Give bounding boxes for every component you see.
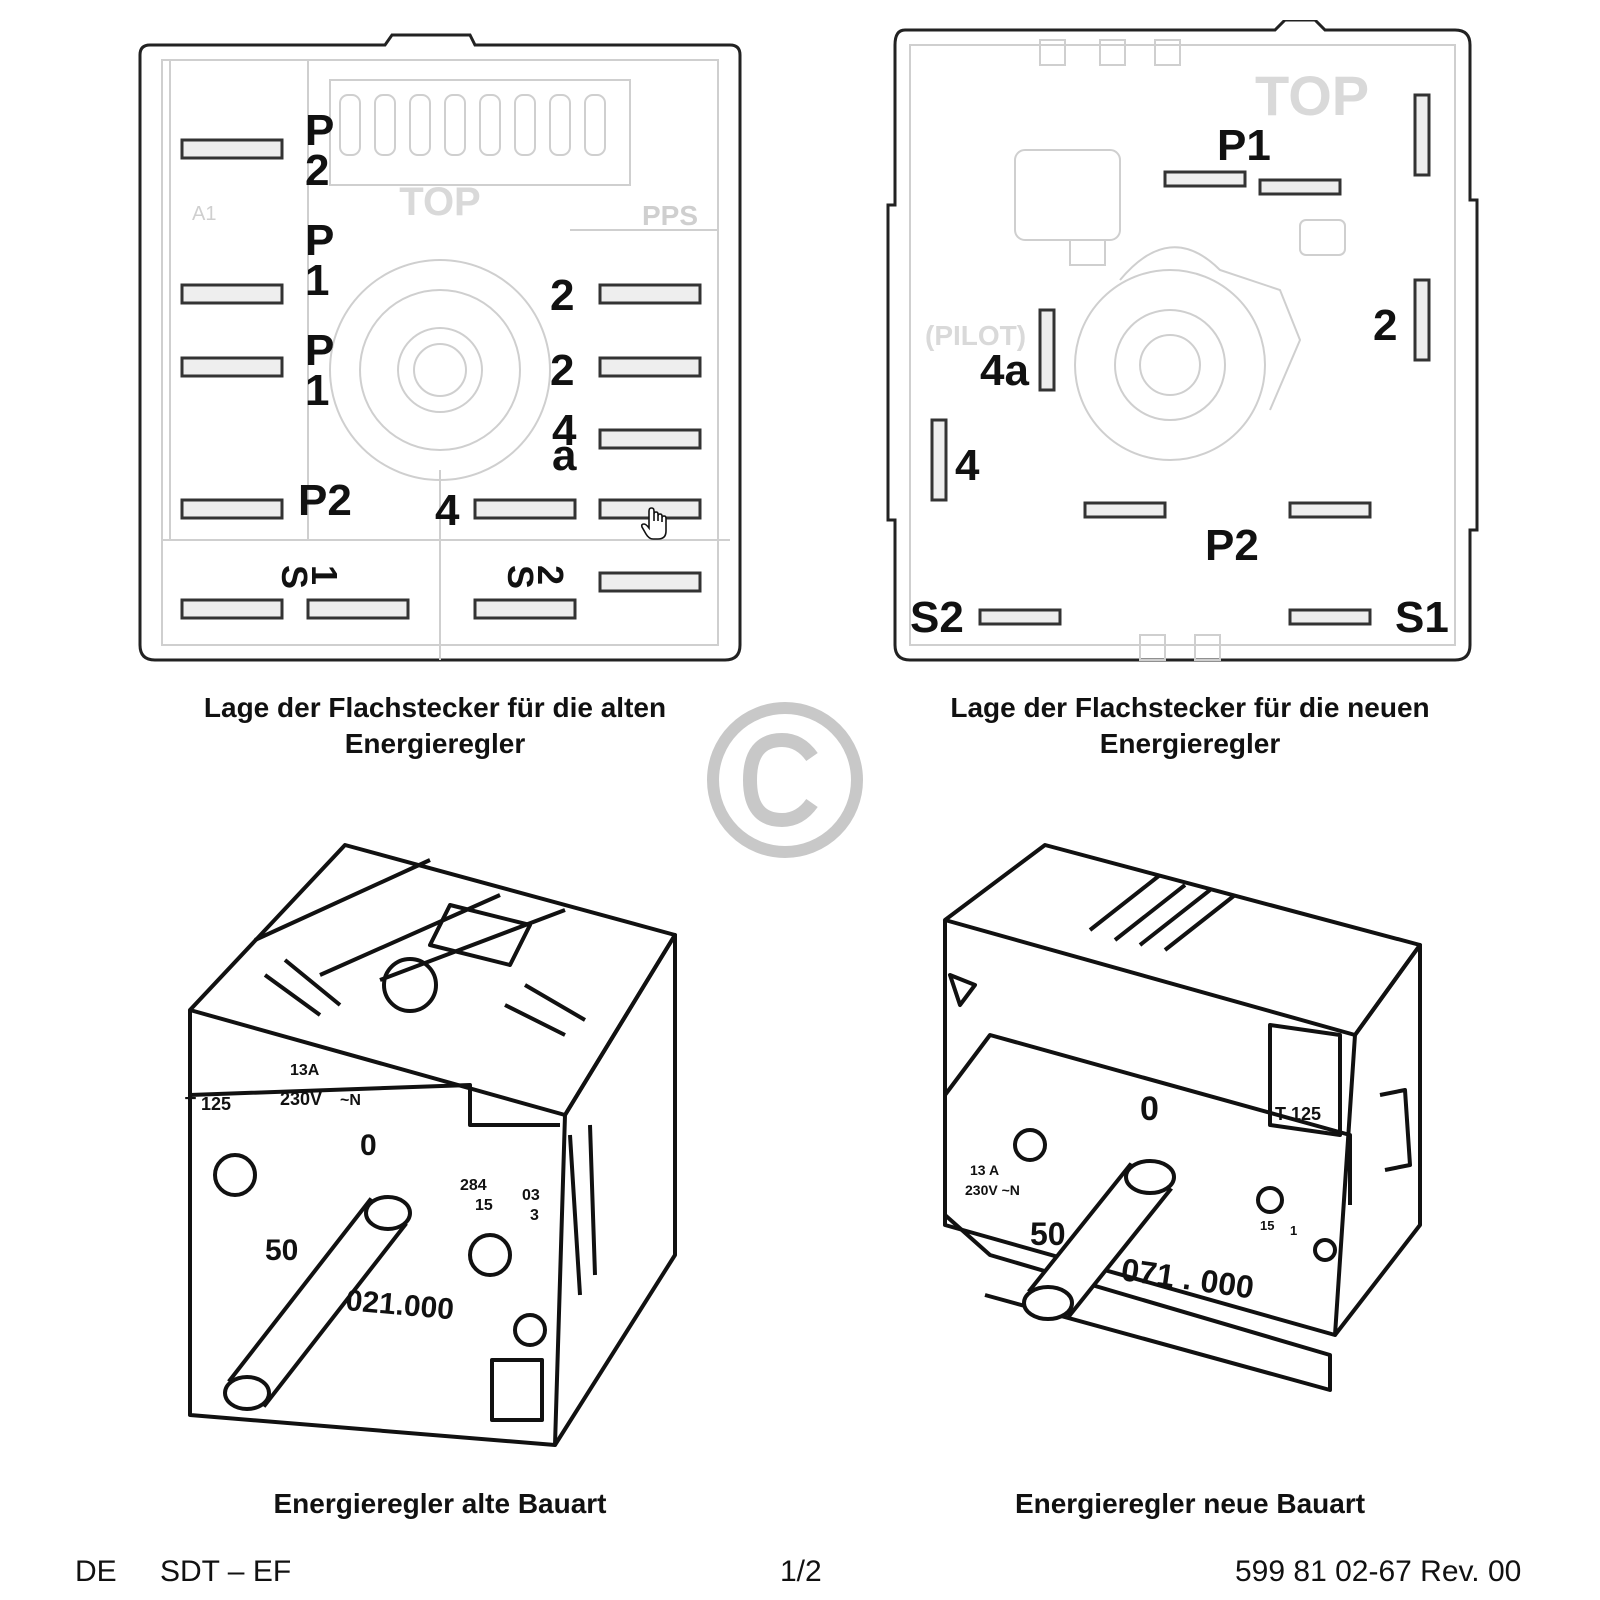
old-label-p2-top-2: 2 xyxy=(305,146,329,195)
old-marking-03: 03 xyxy=(522,1187,540,1204)
old-label-p1b-p: P xyxy=(305,326,334,375)
old-label-p1b-1: 1 xyxy=(305,366,329,415)
new-terminal xyxy=(1288,608,1372,626)
new-terminal xyxy=(1288,501,1372,519)
new-label-s1: S1 xyxy=(1395,593,1449,642)
old-regulator-drawing: 13A 230V ~N T 125 0 284 15 03 3 50 021.0… xyxy=(185,843,677,1447)
old-terminal-diagram: TOP A1 PPS P 2 P 1 P 1 2 2 4 a P2 4 S 1 xyxy=(138,33,742,662)
old-label-s1-1: 1 xyxy=(304,565,345,585)
new-terminal xyxy=(1038,308,1056,392)
new-marking-15: 15 xyxy=(1260,1218,1274,1233)
old-terminals xyxy=(180,138,702,620)
footer-doc-code: SDT – EF xyxy=(160,1555,292,1588)
new-terminal xyxy=(1083,501,1167,519)
footer-page-number: 1/2 xyxy=(780,1555,822,1588)
old-layout-caption: Lage der Flachstecker für die alten Ener… xyxy=(85,690,785,762)
new-layout-caption-line2: Energieregler xyxy=(1099,728,1281,759)
new-label-s2: S2 xyxy=(910,593,964,642)
new-marking-voltage: 230V ~N xyxy=(965,1182,1020,1198)
footer-language: DE xyxy=(75,1555,117,1588)
footer-part-number: 599 81 02-67 Rev. 00 xyxy=(1235,1555,1522,1588)
new-label-4: 4 xyxy=(955,441,980,490)
old-terminal xyxy=(598,356,702,378)
new-marking-1: 1 xyxy=(1290,1223,1297,1238)
old-terminal xyxy=(598,571,702,593)
old-label-4a-4: 4 xyxy=(552,406,577,455)
new-layout-caption-line1: Lage der Flachstecker für die neuen xyxy=(950,692,1430,723)
old-marking-50: 50 xyxy=(265,1234,298,1267)
old-label-p2: P2 xyxy=(298,476,352,525)
old-marking-model: 021.000 xyxy=(344,1284,455,1326)
new-marking-zero: 0 xyxy=(1140,1090,1159,1128)
old-marking-284: 284 xyxy=(460,1177,487,1194)
old-label-s2-2: 2 xyxy=(530,565,571,585)
old-terminal xyxy=(598,428,702,450)
new-board-top-label: TOP xyxy=(1255,64,1369,127)
old-marking-3: 3 xyxy=(530,1207,539,1224)
old-marking-current: 13A xyxy=(290,1062,320,1079)
old-terminal xyxy=(306,598,410,620)
old-terminal xyxy=(180,598,284,620)
old-marking-zero: 0 xyxy=(360,1129,377,1162)
old-board-pps-label: PPS xyxy=(642,200,698,231)
old-layout-caption-line1: Lage der Flachstecker für die alten xyxy=(203,692,667,723)
old-board-top-label: TOP xyxy=(399,180,481,224)
new-label-2: 2 xyxy=(1373,301,1397,350)
new-layout-caption: Lage der Flachstecker für die neuen Ener… xyxy=(840,690,1540,762)
old-label-2a: 2 xyxy=(550,271,574,320)
new-terminal xyxy=(1413,93,1431,177)
old-terminal xyxy=(180,356,284,378)
old-marking-temp: T 125 xyxy=(185,1094,231,1114)
new-terminal-diagram: TOP (PILOT) P1 2 4a 4 P2 S2 S1 xyxy=(886,20,1479,662)
new-terminal xyxy=(930,418,948,502)
new-marking-50: 50 xyxy=(1030,1216,1066,1252)
old-label-2b: 2 xyxy=(550,346,574,395)
old-marking-15: 15 xyxy=(475,1197,493,1214)
old-board-a1-label: A1 xyxy=(192,203,216,225)
new-board-pilot-label: (PILOT) xyxy=(925,320,1026,351)
old-label-s2-s: S xyxy=(500,565,541,589)
new-label-4a: 4a xyxy=(980,346,1029,395)
old-terminal xyxy=(473,498,577,520)
old-label-s1-s: S xyxy=(274,565,315,589)
new-terminal xyxy=(978,608,1062,626)
old-label-p1a-p: P xyxy=(305,216,334,265)
old-layout-caption-line2: Energieregler xyxy=(344,728,526,759)
old-label-4: 4 xyxy=(435,486,460,535)
new-regulator-caption: Energieregler neue Bauart xyxy=(1014,1488,1366,1519)
old-marking-ac: ~N xyxy=(340,1092,361,1109)
new-marking-current: 13 A xyxy=(970,1162,999,1178)
old-label-p2-top-p: P xyxy=(305,106,334,155)
new-label-p2: P2 xyxy=(1205,521,1259,570)
old-terminal xyxy=(598,283,702,305)
old-label-p1a-1: 1 xyxy=(305,256,329,305)
old-terminal xyxy=(180,283,284,305)
new-label-p1: P1 xyxy=(1217,121,1271,170)
new-terminal xyxy=(1163,170,1247,188)
new-terminal xyxy=(1258,178,1342,196)
new-terminal xyxy=(1413,278,1431,362)
old-label-4a-a: a xyxy=(552,431,577,480)
new-regulator-drawing: 0 T 125 13 A 230V ~N 50 071 . 000 15 1 xyxy=(943,843,1422,1392)
old-terminal xyxy=(180,498,284,520)
old-terminal xyxy=(473,598,577,620)
copyright-watermark: © xyxy=(707,702,863,858)
old-marking-voltage: 230V xyxy=(280,1089,322,1109)
old-terminal xyxy=(180,138,284,160)
old-regulator-caption: Energieregler alte Bauart xyxy=(273,1488,607,1519)
new-marking-temp: T 125 xyxy=(1275,1104,1321,1124)
hand-cursor-icon xyxy=(640,505,670,545)
